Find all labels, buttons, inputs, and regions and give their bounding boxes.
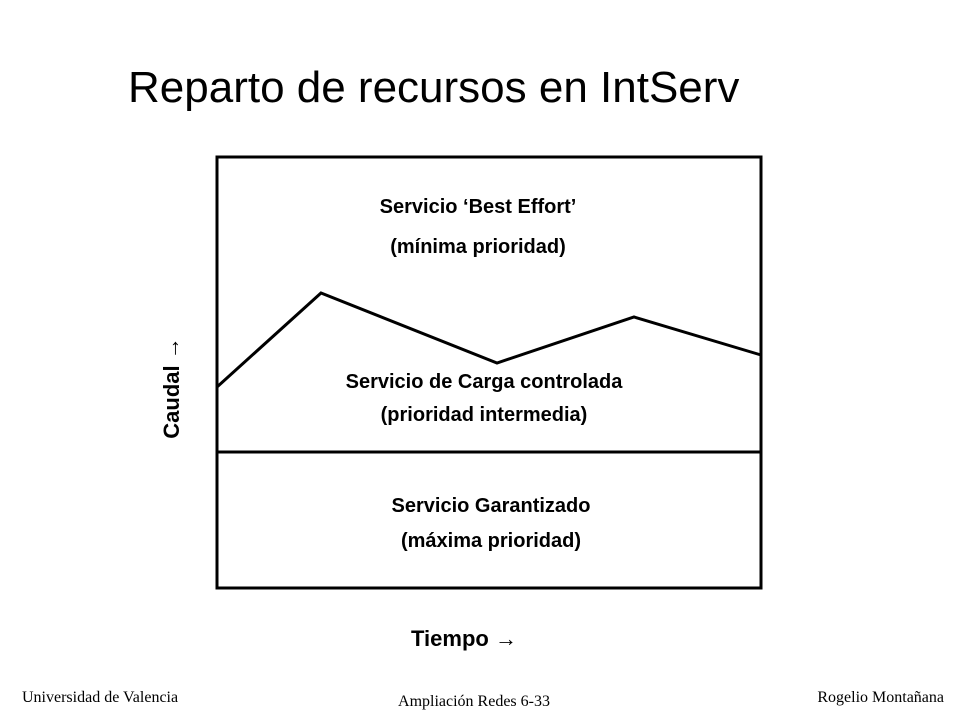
- guaranteed-priority: (máxima prioridad): [401, 531, 581, 551]
- y-axis-arrow-icon: →: [159, 337, 184, 360]
- best-effort-name: Servicio ‘Best Effort’: [379, 196, 577, 218]
- y-axis-label: Caudal →: [159, 337, 184, 439]
- guaranteed-name: Servicio Garantizado: [391, 495, 591, 517]
- y-axis-label-text: Caudal: [159, 365, 184, 439]
- x-axis-label: Tiempo →: [411, 628, 517, 650]
- controlled-load-priority-text: (prioridad intermedia): [380, 404, 588, 426]
- best-effort-priority: (mínima prioridad): [390, 237, 566, 257]
- best-effort-label: Servicio ‘Best Effort’: [380, 197, 577, 217]
- controlled-load-priority: (prioridad intermedia): [381, 405, 588, 425]
- guaranteed-priority-text: (máxima prioridad): [400, 530, 582, 552]
- controlled-load-boundary-curve: [215, 291, 762, 389]
- best-effort-priority-text: (mínima prioridad): [390, 236, 566, 258]
- slide-title: Reparto de recursos en IntServ: [128, 63, 740, 112]
- footer-center: Ampliación Redes 6-33: [398, 693, 550, 710]
- footer-right: Rogelio Montañana: [817, 689, 944, 706]
- footer-left: Universidad de Valencia: [22, 689, 179, 706]
- x-axis-arrow-icon: →: [494, 626, 517, 651]
- guaranteed-label: Servicio Garantizado: [392, 496, 591, 516]
- controlled-load-name: Servicio de Carga controlada: [345, 371, 623, 393]
- diagram-frame: [215, 155, 763, 590]
- x-axis-label-text: Tiempo: [411, 626, 489, 651]
- controlled-load-label: Servicio de Carga controlada: [346, 372, 623, 392]
